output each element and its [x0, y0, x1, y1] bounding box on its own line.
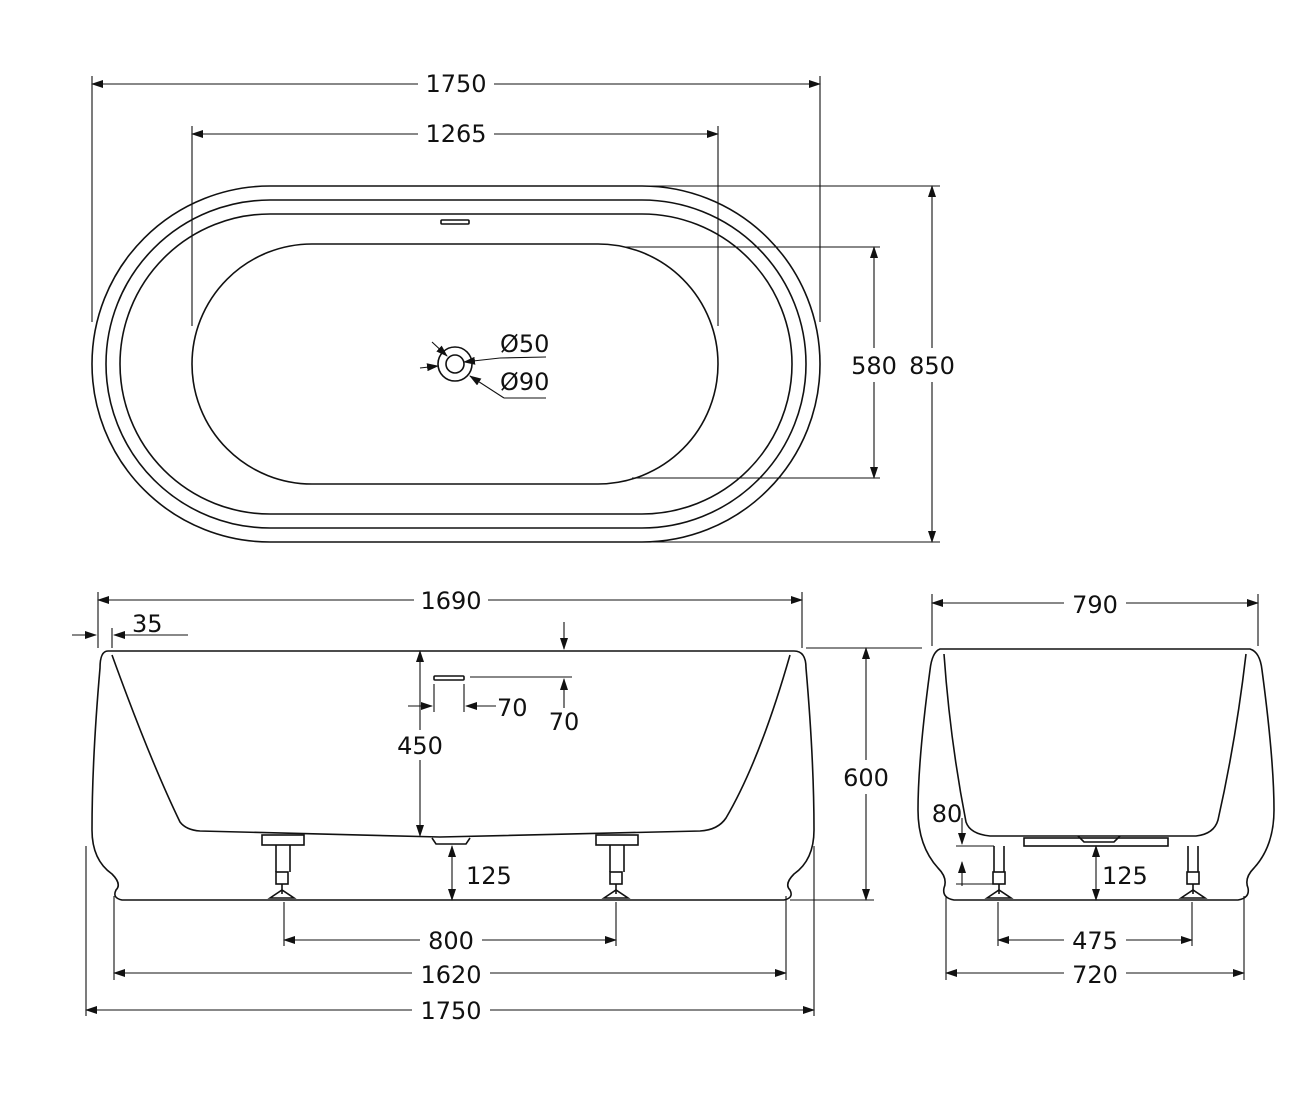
dim-label-side-790: 790	[1072, 591, 1118, 619]
dim-label-front-70-vertical: 70	[549, 708, 580, 736]
dim-label-front-70-horizontal: 70	[497, 694, 528, 722]
tub-rim-second	[105, 199, 807, 529]
overflow-front	[433, 675, 465, 681]
tub-front-basin	[111, 654, 791, 838]
tub-side-basin	[943, 653, 1247, 837]
dim-label-top-1750: 1750	[425, 70, 486, 98]
dim-label-side-80: 80	[932, 800, 963, 828]
front-right-leg	[595, 834, 639, 899]
dim-label-top-850: 850	[909, 352, 955, 380]
dim-label-top-1265: 1265	[425, 120, 486, 148]
dim-label-side-475: 475	[1072, 927, 1118, 955]
drain-front	[431, 837, 471, 845]
front-left-leg	[261, 834, 305, 899]
side-view: 790 80 125 475 720	[917, 590, 1275, 989]
top-view: 1750 1265 850 580 Ø50 Ø90	[91, 70, 956, 543]
dim-label-front-1690: 1690	[420, 587, 481, 615]
tub-rim-third	[119, 213, 793, 515]
tub-outer-rim	[91, 185, 821, 543]
dim-label-front-35: 35	[132, 610, 163, 638]
tub-side-body	[917, 648, 1275, 901]
side-left-leg	[984, 846, 1014, 899]
dim-label-front-125: 125	[466, 862, 512, 890]
dim-label-front-450: 450	[397, 732, 443, 760]
dim-label-top-580: 580	[851, 352, 897, 380]
drain-inner-circle	[445, 354, 465, 374]
tub-basin	[191, 243, 719, 485]
side-right-leg	[1178, 846, 1208, 899]
dim-label-drain-90: Ø90	[500, 368, 549, 396]
dim-label-side-125: 125	[1102, 862, 1148, 890]
dim-label-drain-50: Ø50	[500, 330, 549, 358]
tub-front-body	[91, 650, 815, 901]
front-view: 1690 35 70 70 450 600 125	[72, 586, 922, 1025]
dim-label-side-720: 720	[1072, 961, 1118, 989]
dim-label-front-800: 800	[428, 927, 474, 955]
dim-label-front-1750: 1750	[420, 997, 481, 1025]
overflow-slot	[440, 219, 470, 225]
dim-label-front-600: 600	[843, 764, 889, 792]
dim-label-front-1620: 1620	[420, 961, 481, 989]
